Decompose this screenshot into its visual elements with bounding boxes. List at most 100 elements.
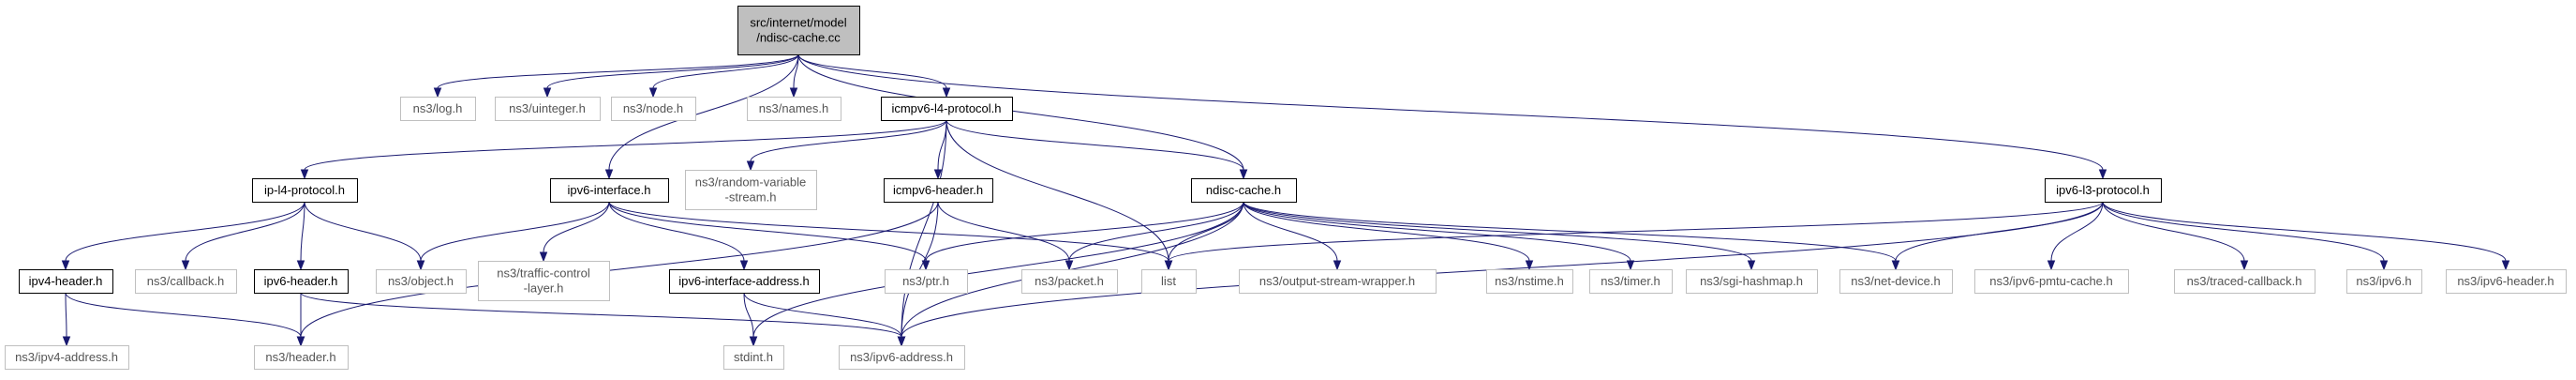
node-label: ns3/random-variable bbox=[695, 175, 807, 190]
edge-root-to-uinteger bbox=[543, 53, 799, 99]
edge-ndisc-to-packet bbox=[1065, 201, 1244, 271]
node-label: /ndisc-cache.cc bbox=[756, 31, 841, 45]
edge-ipv6l3-to-list bbox=[1164, 201, 2104, 271]
node-list: list bbox=[1141, 269, 1197, 294]
node-label: ns3/net-device.h bbox=[1851, 274, 1940, 288]
node-label: ns3/ipv6-pmtu-cache.h bbox=[1989, 274, 2113, 288]
node-netdev: ns3/net-device.h bbox=[1839, 269, 1953, 294]
node-label: icmpv6-header.h bbox=[893, 183, 983, 197]
node-label: ns3/log.h bbox=[413, 101, 463, 115]
node-osw: ns3/output-stream-wrapper.h bbox=[1239, 269, 1437, 294]
edge-ndisc-to-stdint bbox=[749, 201, 1244, 347]
node-callback: ns3/callback.h bbox=[135, 269, 237, 294]
node-label: ns3/nstime.h bbox=[1495, 274, 1564, 288]
node-label: icmpv6-l4-protocol.h bbox=[891, 101, 1001, 115]
edge-ipl4-to-callback bbox=[181, 201, 305, 271]
node-label: ipv6-header.h bbox=[264, 274, 338, 288]
node-label: ns3/uinteger.h bbox=[509, 101, 586, 115]
edge-ndisc-to-osw bbox=[1243, 201, 1342, 271]
node-ipv6iface[interactable]: ipv6-interface.h bbox=[550, 178, 669, 203]
node-ptr: ns3/ptr.h bbox=[885, 269, 968, 294]
node-label: ns3/object.h bbox=[388, 274, 454, 288]
node-ipv4addr: ns3/ipv4-address.h bbox=[5, 345, 129, 370]
edge-root-to-ipv6iface bbox=[604, 53, 799, 180]
node-label: -layer.h bbox=[524, 281, 564, 296]
node-ipv6l3[interactable]: ipv6-l3-protocol.h bbox=[2045, 178, 2162, 203]
node-label: ns3/traffic-control bbox=[497, 266, 590, 281]
edge-ipv4hdr-to-ipv4addr bbox=[62, 292, 71, 347]
node-label: ipv6-interface.h bbox=[568, 183, 651, 197]
edge-ipl4-to-object bbox=[304, 201, 425, 271]
edge-ipv6l3-to-ipv6 bbox=[2102, 201, 2389, 271]
node-label: -stream.h bbox=[725, 190, 777, 205]
node-packet: ns3/packet.h bbox=[1021, 269, 1118, 294]
edge-root-to-ipv6l3 bbox=[797, 53, 2107, 180]
node-pmtu: ns3/ipv6-pmtu-cache.h bbox=[1974, 269, 2129, 294]
nodes-layer: src/internet/model/ndisc-cache.cc ns3/log… bbox=[5, 6, 2567, 370]
node-label: ns3/node.h bbox=[623, 101, 683, 115]
node-stdint: stdint.h bbox=[723, 345, 784, 370]
edge-root-to-log bbox=[433, 53, 799, 99]
node-label: ns3/output-stream-wrapper.h bbox=[1259, 274, 1415, 288]
edge-ipv6l3-to-netdev bbox=[1891, 201, 2104, 271]
node-label: ns3/ptr.h bbox=[902, 274, 949, 288]
node-ipv6hdr[interactable]: ipv6-header.h bbox=[254, 269, 349, 294]
node-label: list bbox=[1161, 274, 1176, 288]
node-ipv6addr: ns3/ipv6-address.h bbox=[839, 345, 965, 370]
node-log: ns3/log.h bbox=[400, 97, 476, 121]
node-label: ns3/header.h bbox=[265, 350, 335, 364]
node-label: ns3/traced-callback.h bbox=[2187, 274, 2302, 288]
edge-root-to-node bbox=[648, 53, 799, 99]
edge-ndisc-to-nstime bbox=[1243, 201, 1534, 271]
edge-icmpv6hdr-to-header bbox=[296, 201, 939, 347]
node-tracedcb: ns3/traced-callback.h bbox=[2174, 269, 2315, 294]
node-ns3ipv6hdr: ns3/ipv6-header.h bbox=[2446, 269, 2567, 294]
edge-ipv4hdr-to-header bbox=[65, 292, 305, 347]
node-object: ns3/object.h bbox=[376, 269, 467, 294]
node-uinteger: ns3/uinteger.h bbox=[495, 97, 601, 121]
node-icmpv6l4[interactable]: icmpv6-l4-protocol.h bbox=[881, 97, 1013, 121]
edge-ndisc-to-sgi bbox=[1243, 201, 1756, 271]
node-label: src/internet/model bbox=[750, 16, 846, 30]
node-label: ns3/ipv6-address.h bbox=[850, 350, 953, 364]
node-label: ns3/ipv4-address.h bbox=[15, 350, 118, 364]
node-label: ipv6-l3-protocol.h bbox=[2056, 183, 2150, 197]
node-header: ns3/header.h bbox=[254, 345, 349, 370]
node-ipl4[interactable]: ip-l4-protocol.h bbox=[252, 178, 358, 203]
edge-ipv6l3-to-ns3ipv6hdr bbox=[2102, 201, 2510, 271]
node-label: ns3/timer.h bbox=[1601, 274, 1660, 288]
node-label: ndisc-cache.h bbox=[1206, 183, 1281, 197]
edge-root-to-ndisc bbox=[797, 53, 1248, 180]
node-label: ns3/names.h bbox=[759, 101, 828, 115]
edge-icmpv6l4-to-ndisc bbox=[946, 119, 1248, 180]
node-label: ns3/callback.h bbox=[147, 274, 224, 288]
node-label: ns3/ipv6.h bbox=[2356, 274, 2411, 288]
node-sgi: ns3/sgi-hashmap.h bbox=[1686, 269, 1818, 294]
edge-ipv6l3-to-pmtu bbox=[2047, 201, 2104, 271]
node-randvar: ns3/random-variable-stream.h bbox=[685, 170, 817, 210]
edge-ipv6iface-to-ptr bbox=[608, 201, 931, 271]
edge-icmpv6hdr-to-packet bbox=[937, 201, 1074, 271]
node-tcl: ns3/traffic-control-layer.h bbox=[478, 261, 610, 301]
node-nstime: ns3/nstime.h bbox=[1486, 269, 1573, 294]
edge-ipl4-to-ipv4hdr bbox=[61, 201, 305, 271]
node-label: ip-l4-protocol.h bbox=[264, 183, 345, 197]
node-node: ns3/node.h bbox=[611, 97, 696, 121]
node-label: stdint.h bbox=[734, 350, 773, 364]
edge-ndisc-to-ptr bbox=[921, 201, 1244, 271]
node-label: ns3/sgi-hashmap.h bbox=[1700, 274, 1803, 288]
edge-ipv6l3-to-tracedcb bbox=[2102, 201, 2249, 271]
node-ndisc[interactable]: ndisc-cache.h bbox=[1191, 178, 1297, 203]
node-timer: ns3/timer.h bbox=[1589, 269, 1673, 294]
node-ipv6ifaddr[interactable]: ipv6-interface-address.h bbox=[669, 269, 820, 294]
node-label: ns3/packet.h bbox=[1035, 274, 1104, 288]
node-names: ns3/names.h bbox=[747, 97, 841, 121]
edge-ipl4-to-ipv6hdr bbox=[296, 201, 305, 271]
edge-ipv6iface-to-object bbox=[416, 201, 610, 271]
node-ipv4hdr[interactable]: ipv4-header.h bbox=[19, 269, 113, 294]
edge-ipv6iface-to-tcl bbox=[539, 201, 610, 263]
node-icmpv6hdr[interactable]: icmpv6-header.h bbox=[884, 178, 993, 203]
node-root[interactable]: src/internet/model/ndisc-cache.cc bbox=[737, 6, 860, 55]
node-label: ipv6-interface-address.h bbox=[678, 274, 809, 288]
